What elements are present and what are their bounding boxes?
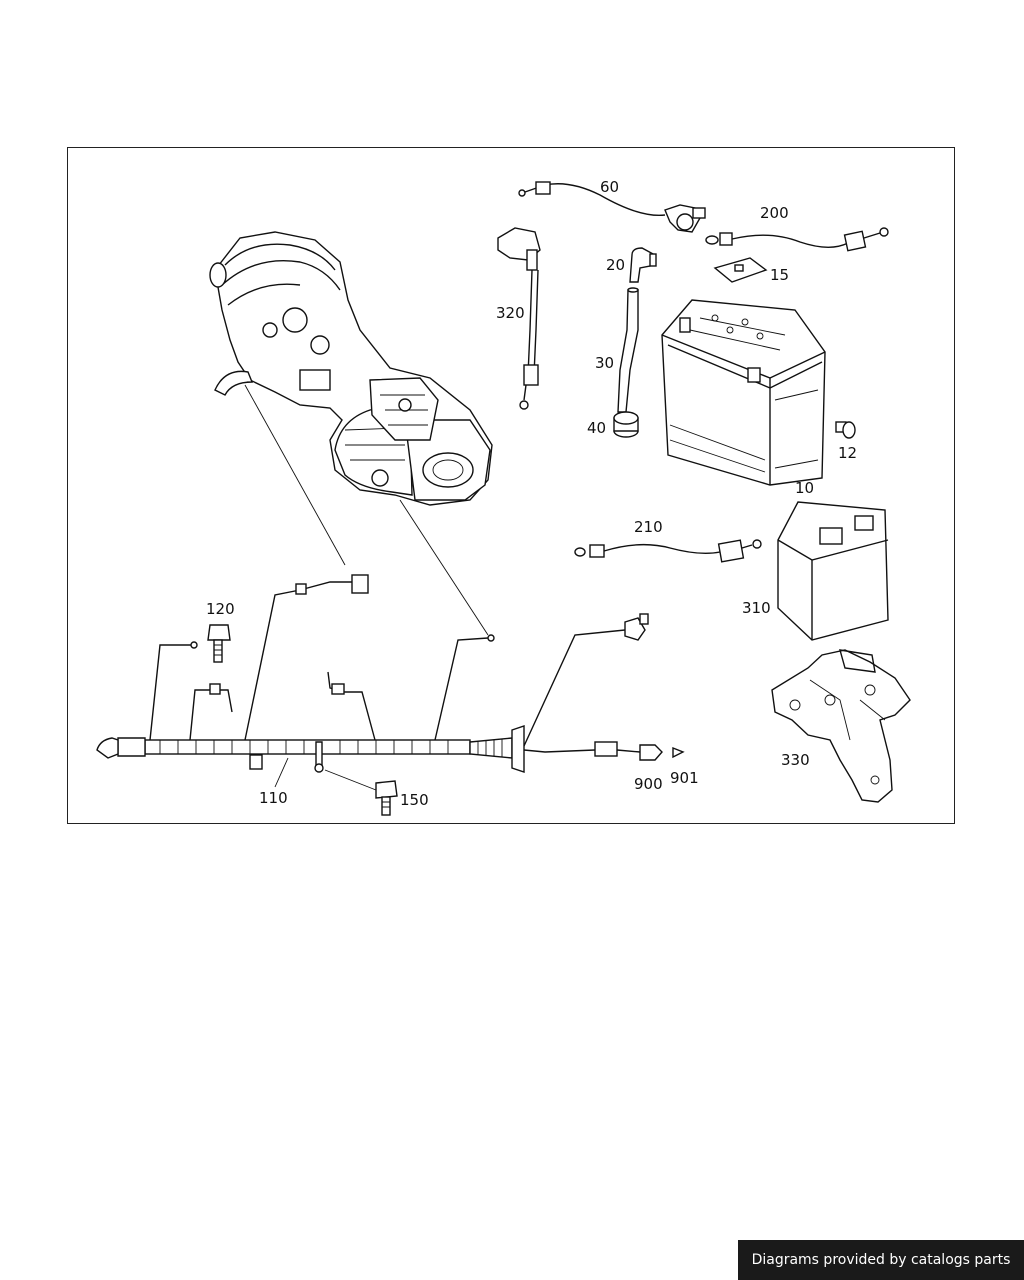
label-310: 310 — [742, 599, 771, 617]
label-10: 10 — [795, 479, 814, 497]
label-30: 30 — [595, 354, 614, 372]
label-320: 320 — [496, 304, 525, 322]
label-210: 210 — [634, 518, 663, 536]
part-120-bolt — [207, 624, 231, 663]
label-120: 120 — [206, 600, 235, 618]
label-330: 330 — [781, 751, 810, 769]
part-200-cable — [705, 227, 889, 252]
label-12: 12 — [838, 444, 857, 462]
part-20-fitting — [629, 247, 657, 283]
part-30-hose — [617, 287, 639, 413]
part-330-bracket — [771, 649, 911, 803]
part-15-cover — [713, 257, 768, 283]
diagram-frame — [67, 147, 955, 824]
part-150-bolt — [375, 780, 398, 816]
label-900: 900 — [634, 775, 663, 793]
label-901: 901 — [670, 769, 699, 787]
part-310-battery — [777, 501, 889, 641]
label-20: 20 — [606, 256, 625, 274]
label-150: 150 — [400, 791, 429, 809]
part-320-cable — [497, 227, 541, 410]
label-40: 40 — [587, 419, 606, 437]
part-12-bolt — [835, 421, 856, 439]
part-110-wiring-harness — [96, 574, 649, 773]
label-200: 200 — [760, 204, 789, 222]
part-210-cable — [574, 539, 762, 563]
label-110: 110 — [259, 789, 288, 807]
part-900-connector — [616, 744, 663, 761]
part-901-clip — [672, 746, 685, 759]
label-60: 60 — [600, 178, 619, 196]
label-15: 15 — [770, 266, 789, 284]
footer-credit: Diagrams provided by catalogs parts — [738, 1240, 1024, 1280]
part-10-battery — [661, 299, 826, 486]
part-40-grommet — [613, 411, 639, 438]
engine-transmission-assembly — [209, 231, 493, 506]
part-60-cable — [518, 181, 706, 233]
